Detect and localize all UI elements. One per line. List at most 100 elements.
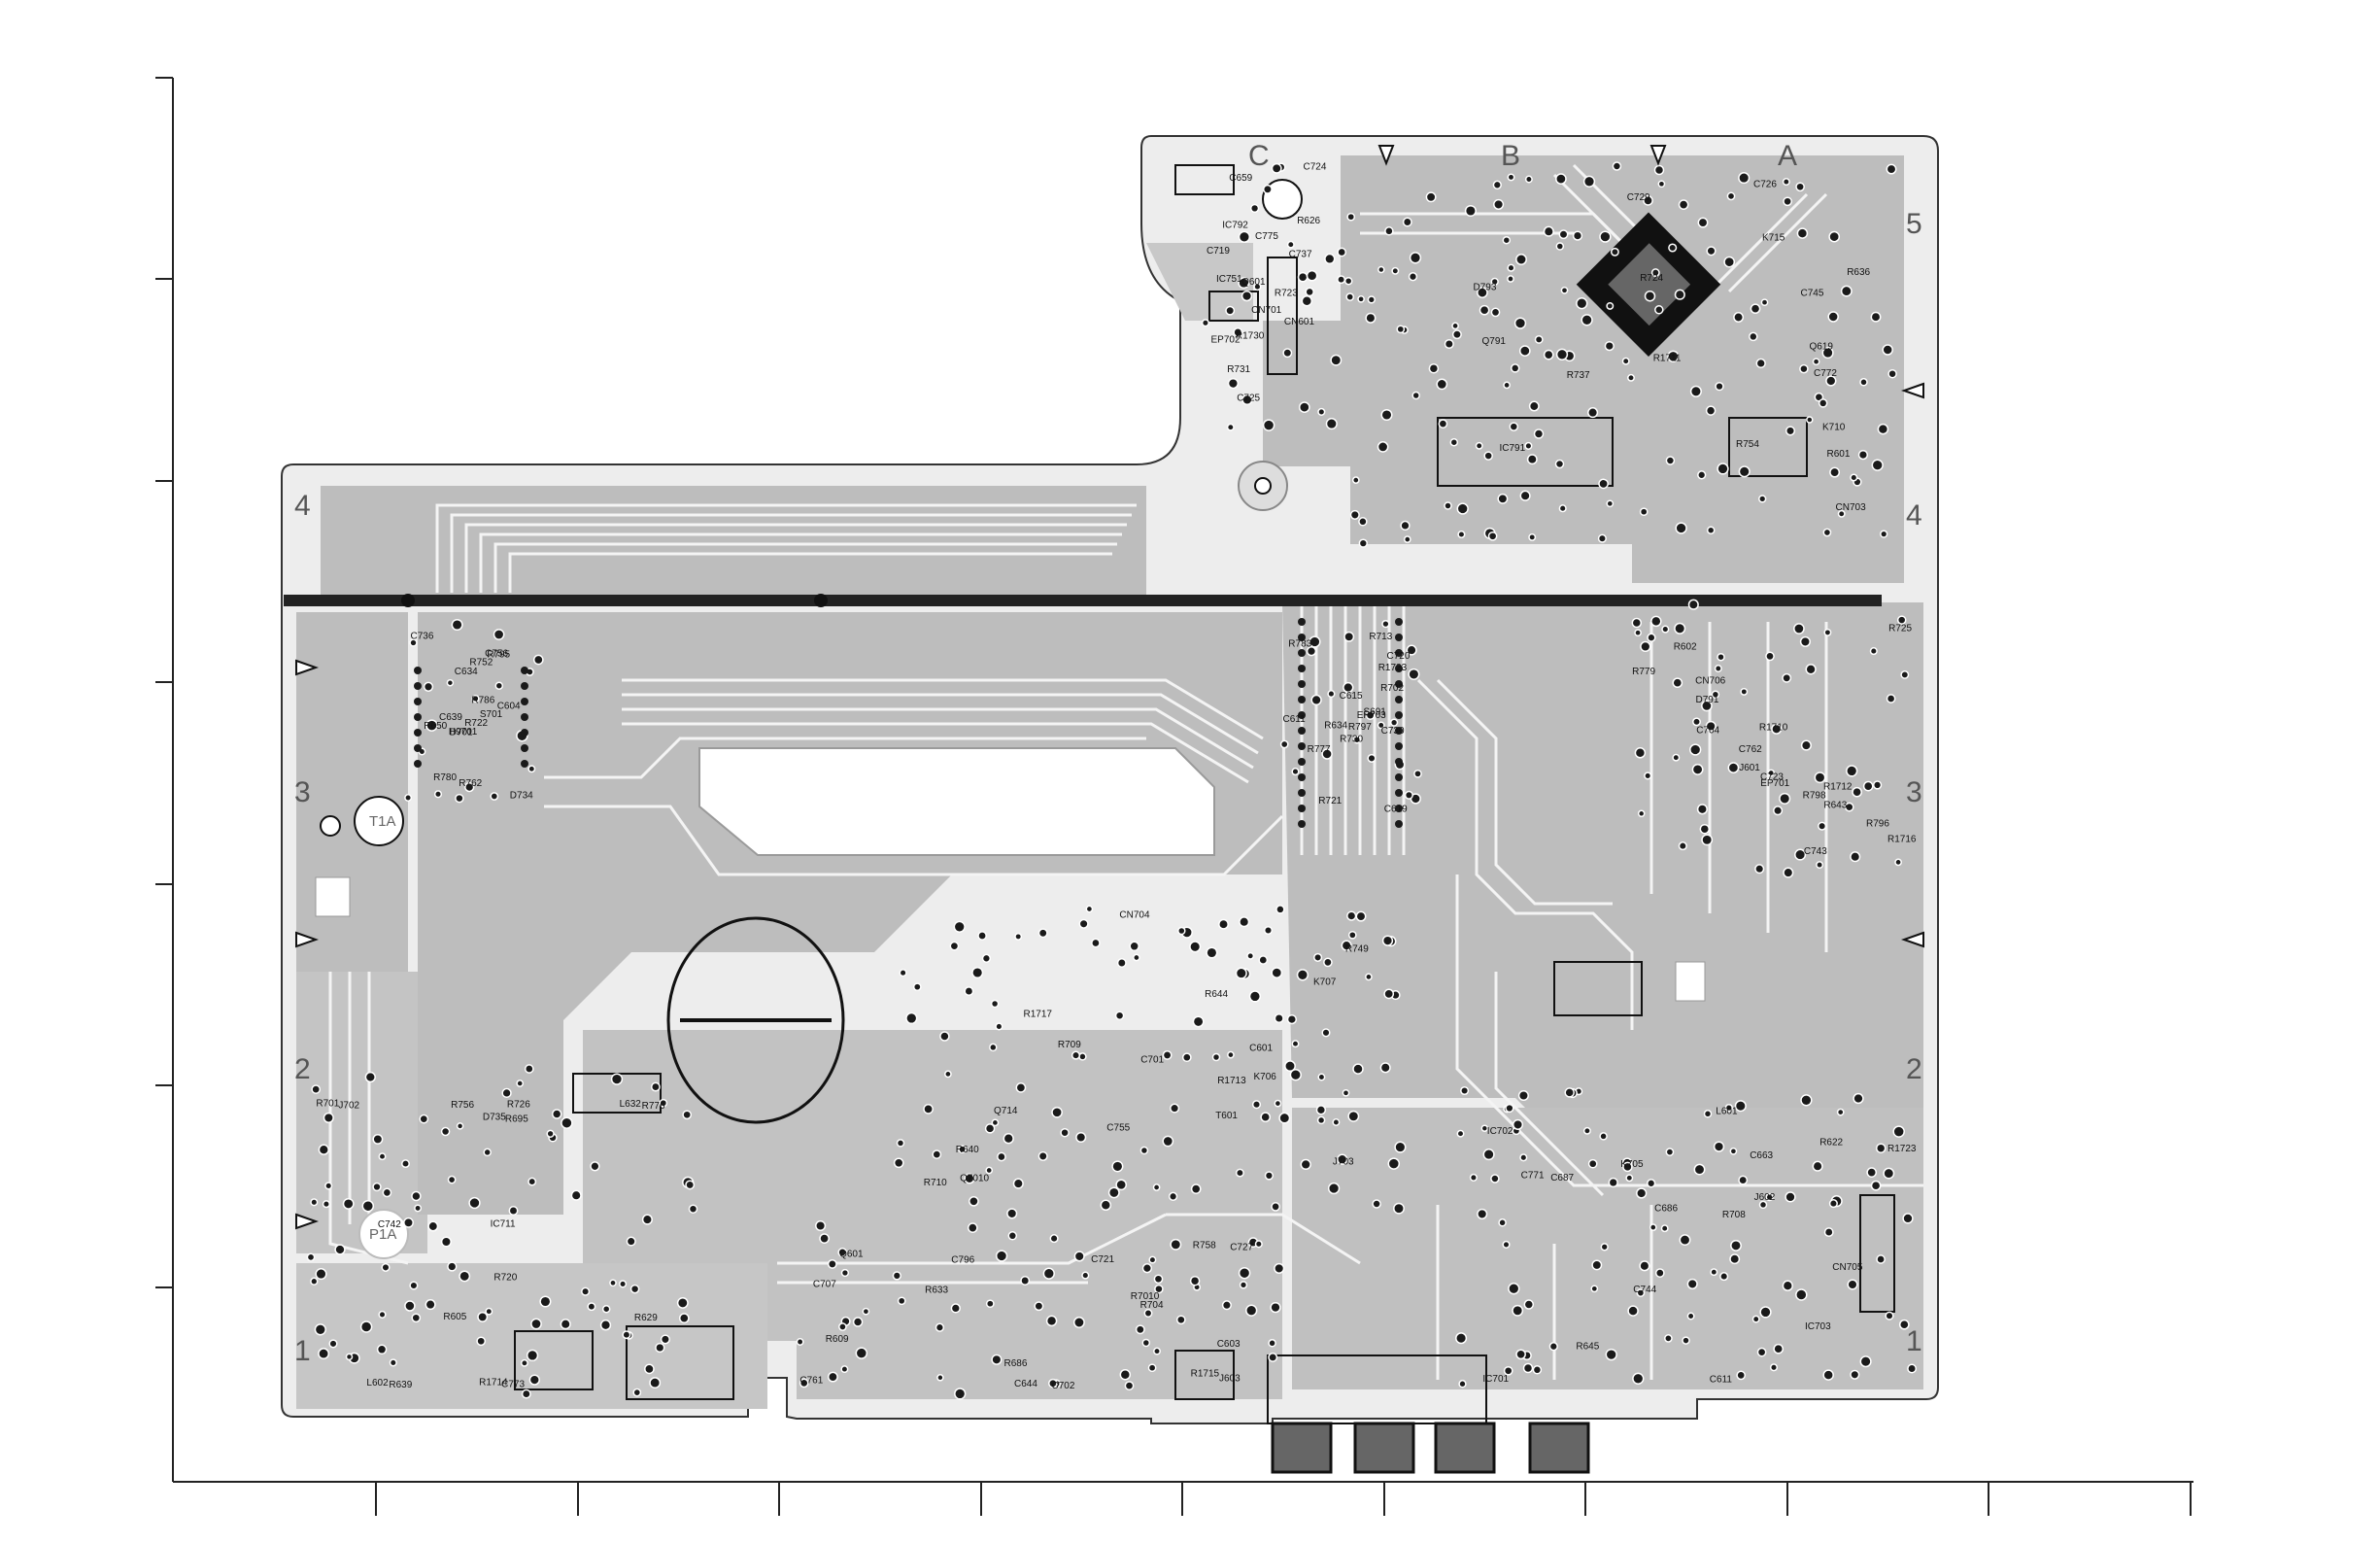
pad	[372, 1182, 382, 1192]
pad	[1734, 1100, 1747, 1113]
pad	[1844, 802, 1854, 812]
through-hole-pads	[306, 161, 1918, 1400]
component-designator: R786	[471, 695, 494, 705]
pad	[1765, 651, 1775, 662]
pad	[324, 1182, 333, 1190]
pad	[1298, 820, 1306, 828]
component-designators: CN703R1716R1717IC701R1715R1714R795R783CN…	[316, 162, 1917, 1392]
pad	[1622, 1161, 1633, 1173]
pad	[1654, 305, 1664, 315]
pad	[1701, 700, 1713, 712]
component-designator: R1713	[1217, 1076, 1246, 1086]
pad	[590, 1161, 600, 1172]
component-designator: R710	[924, 1178, 947, 1188]
pad	[1699, 823, 1711, 835]
pad	[1528, 532, 1537, 541]
pad	[1515, 1349, 1526, 1360]
component-designator: C659	[1229, 173, 1252, 184]
pad	[561, 1116, 573, 1129]
pad	[361, 1199, 375, 1213]
pad	[1483, 451, 1493, 461]
pad	[1627, 373, 1635, 382]
pad	[1129, 941, 1139, 952]
component-designator: R1711	[1653, 354, 1682, 364]
component-designator: CN701	[1251, 305, 1282, 316]
component-designator: D791	[1696, 695, 1719, 705]
pad	[1081, 1271, 1090, 1280]
pad	[1152, 1183, 1161, 1191]
pad	[433, 790, 443, 799]
pad	[527, 1177, 537, 1186]
component-designator: C601	[1249, 1043, 1273, 1053]
pad	[1402, 217, 1412, 227]
pad	[1852, 786, 1862, 798]
pad	[852, 1317, 864, 1327]
pad	[1394, 1141, 1407, 1153]
pad	[1664, 1334, 1673, 1343]
pad	[1279, 739, 1289, 749]
component-designator: IC701	[1482, 1374, 1509, 1385]
connectors	[514, 164, 1895, 1400]
pad	[306, 1252, 316, 1262]
pad	[1387, 1157, 1401, 1170]
pad	[1582, 175, 1596, 188]
pad	[1519, 490, 1531, 501]
pad	[1351, 476, 1360, 484]
pad	[1759, 1306, 1772, 1319]
pad	[1037, 1150, 1048, 1161]
pad	[1812, 358, 1820, 366]
component-designator: D735	[483, 1112, 506, 1122]
pad	[520, 1358, 528, 1367]
pad	[1003, 1133, 1014, 1145]
pad	[827, 1371, 838, 1383]
component-designator: CN703	[1836, 502, 1867, 513]
pad	[322, 1200, 330, 1209]
component-designator: R1717	[1024, 1009, 1053, 1019]
pad	[318, 1348, 330, 1360]
component-designator: R633	[925, 1286, 948, 1296]
pad	[1548, 1342, 1558, 1352]
pad	[1765, 1192, 1774, 1202]
pad	[359, 1320, 373, 1333]
pad	[1717, 463, 1729, 475]
pad	[1248, 990, 1262, 1003]
pad	[1524, 441, 1533, 450]
pad	[1738, 172, 1751, 185]
pad	[570, 1189, 582, 1201]
pad	[1337, 1153, 1348, 1165]
component-designator: R720	[493, 1272, 517, 1283]
pad	[1636, 1187, 1648, 1199]
pad	[1543, 349, 1554, 360]
pad	[1078, 1052, 1087, 1061]
component-designator: R644	[1205, 989, 1228, 1000]
component-designator: C611	[1283, 714, 1307, 725]
pad	[1507, 173, 1515, 182]
pad	[423, 681, 434, 692]
pad	[419, 1114, 429, 1124]
pad	[521, 698, 528, 705]
pad	[1507, 263, 1515, 272]
component-designator: C775	[1255, 231, 1278, 242]
component-designator: R695	[505, 1114, 528, 1125]
component-designator: R1712	[1823, 781, 1853, 792]
pad	[1558, 229, 1569, 240]
pad	[1245, 1304, 1258, 1317]
component-designator: K710	[1822, 422, 1846, 432]
component-designator: R7010	[1131, 1291, 1160, 1302]
pad	[483, 1148, 492, 1157]
pad	[532, 654, 544, 666]
pad	[508, 1206, 519, 1216]
pad	[1870, 311, 1882, 323]
pad	[1490, 277, 1499, 287]
component-designator: Q714	[994, 1106, 1018, 1116]
component-designator: C742	[378, 1219, 401, 1230]
pad	[1650, 615, 1662, 628]
pad	[372, 1133, 384, 1145]
pad	[1342, 1088, 1350, 1097]
pad	[1282, 348, 1293, 359]
pad	[893, 1157, 904, 1169]
pad	[1190, 1183, 1202, 1194]
pad	[1298, 649, 1306, 657]
pad	[991, 1118, 1000, 1127]
pad	[1042, 1267, 1055, 1280]
